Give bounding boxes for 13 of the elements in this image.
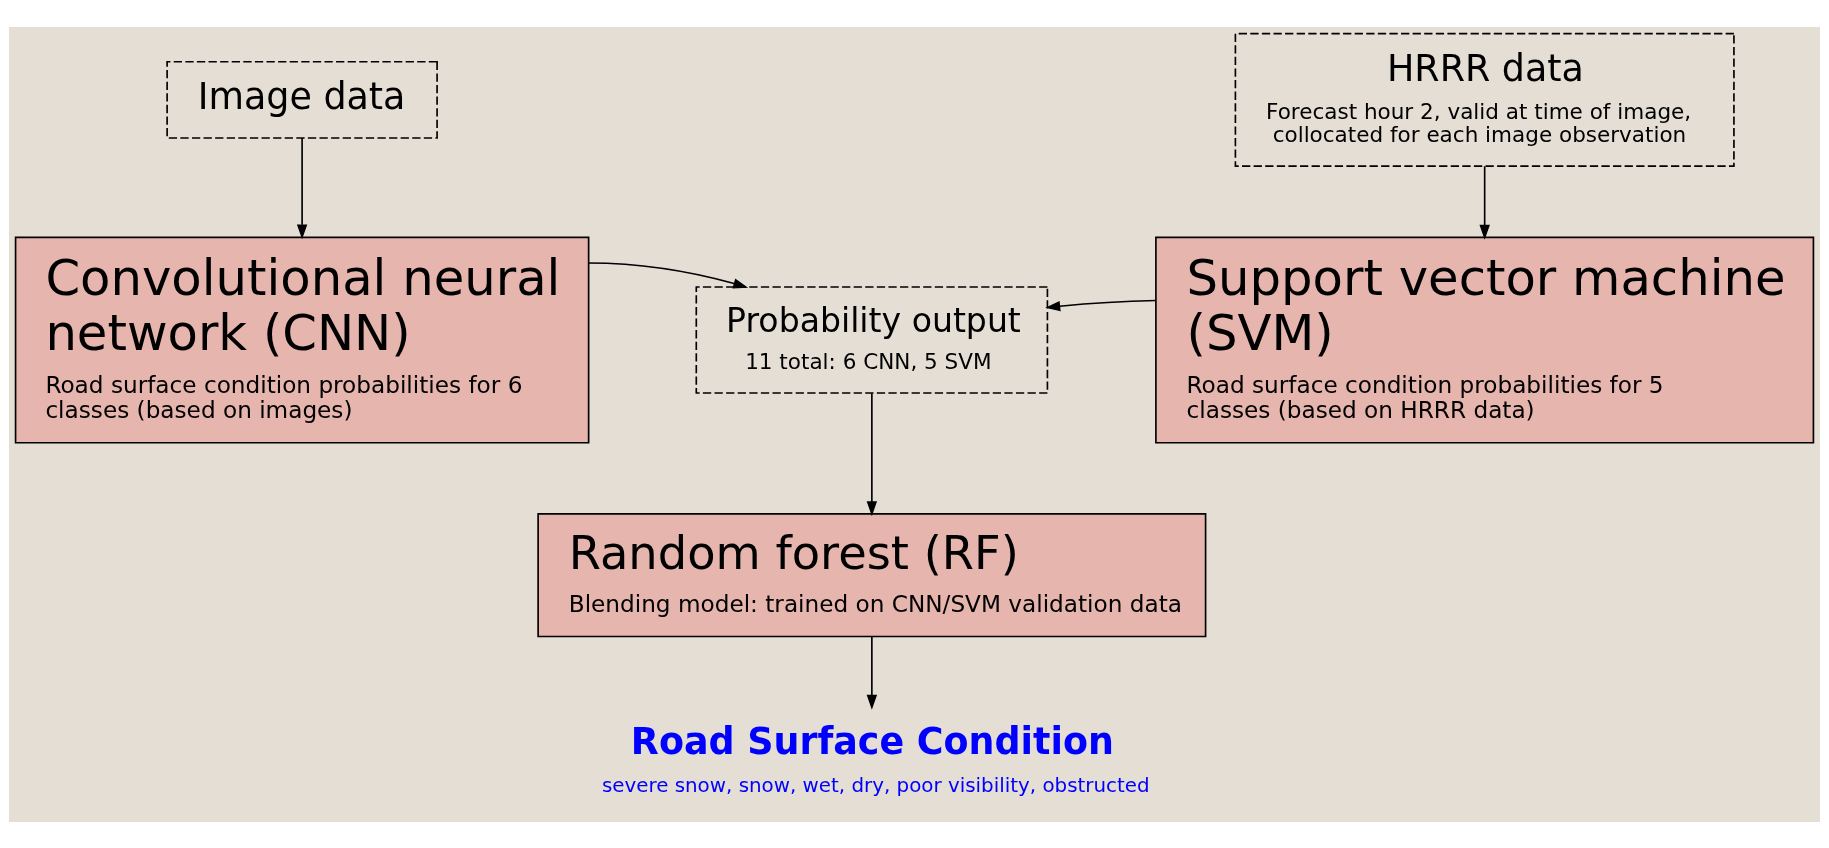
arrow xyxy=(296,136,308,239)
node-box: Convolutional neural network (CNN) Road surface condition probabilities for 6 classes (based on images) xyxy=(14,236,590,444)
node-box: Support vector machine (SVM) Road surface condition probabilities for 5 classes (based on HRRR data) xyxy=(1155,236,1815,444)
arrow xyxy=(587,261,749,288)
arrow xyxy=(1479,164,1490,240)
node-box: Image data xyxy=(166,60,438,139)
node-text: Road Surface Condition severe snow, snow, wet, dry, poor visibility, obstructed xyxy=(601,719,1150,797)
arrow xyxy=(866,635,878,710)
node-box: Random forest (RF) Blending model: trained on CNN/SVM validation data xyxy=(537,512,1207,637)
node-box: HRRR data Forecast hour 2, valid at time of image, collocated for each image observation xyxy=(1234,32,1735,167)
arrow xyxy=(1045,299,1157,311)
node-box: Probability output 11 total: 6 CNN, 5 SVM xyxy=(695,285,1049,394)
arrow xyxy=(866,391,878,516)
